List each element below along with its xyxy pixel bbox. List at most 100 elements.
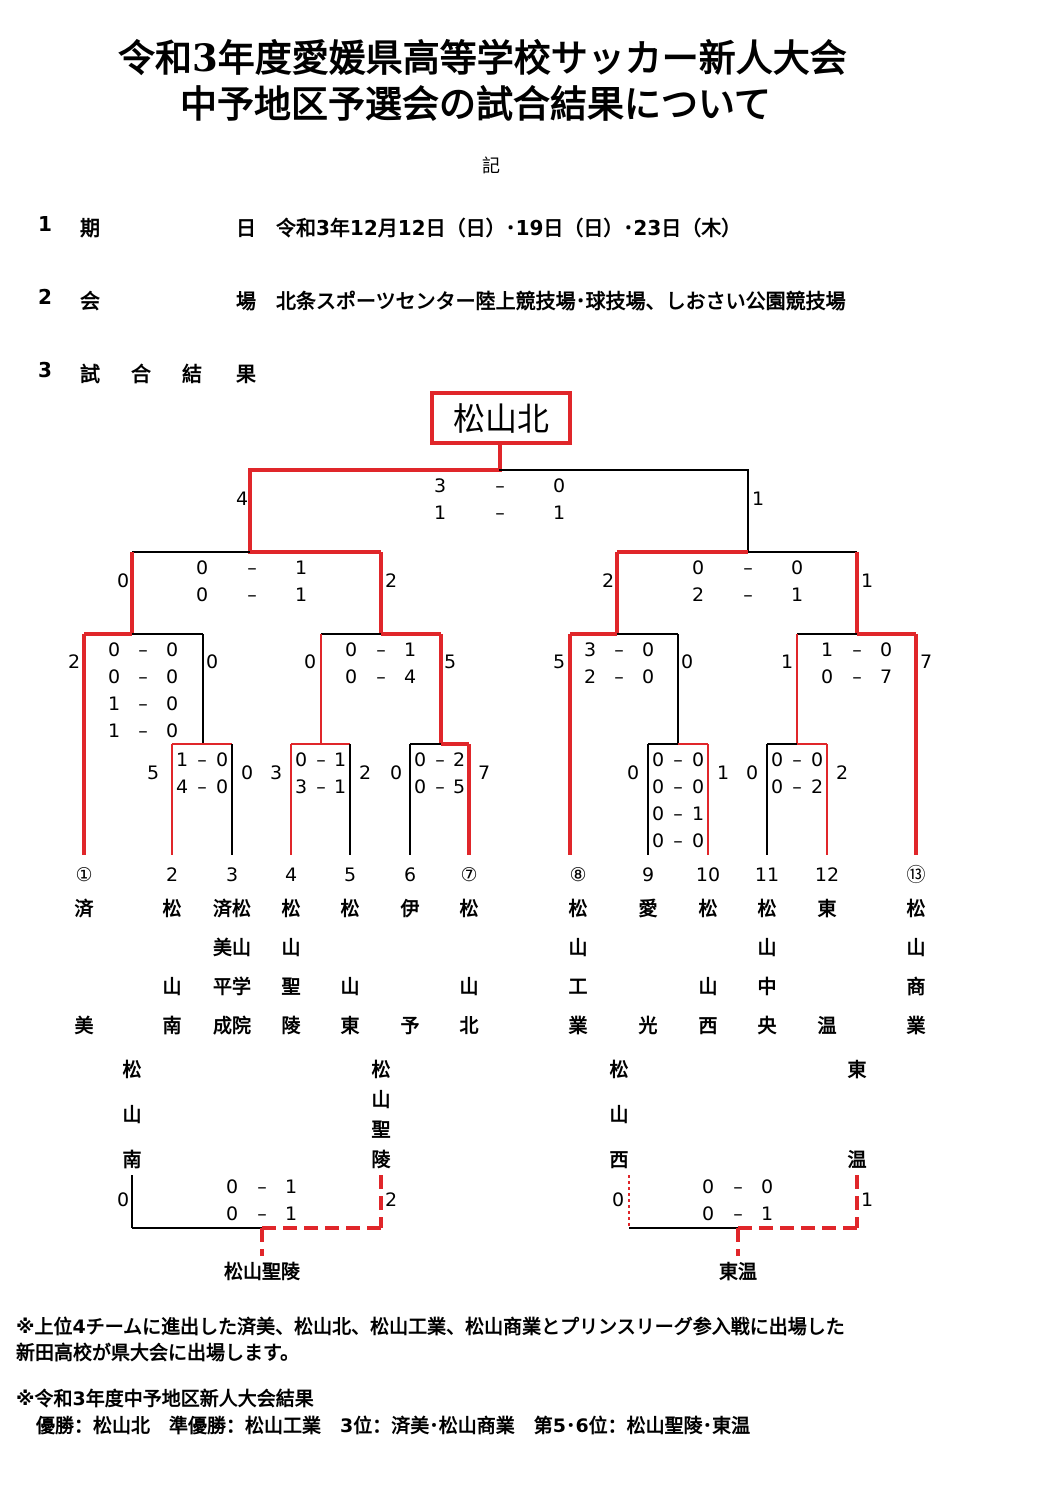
qf1-r3-a: 1 — [108, 693, 120, 715]
qf1-r1-d: – — [138, 639, 148, 661]
qf1-r4-b: 0 — [166, 720, 178, 742]
qf1-r4-a: 1 — [108, 720, 120, 742]
team-list: ①済美2松山南3済松美山平学成院4松山聖陵5松山東6伊予⑦松山北⑧松山工業9愛光… — [74, 864, 926, 1037]
qf4-r1-b: 0 — [880, 639, 892, 661]
r1-d-r1-d: – — [673, 749, 683, 771]
playoff-team-char: 温 — [847, 1149, 866, 1171]
team-name-char: 陵 — [281, 1014, 301, 1037]
r1-d-r3-b: 1 — [692, 803, 704, 825]
r1-a-r1-b: 0 — [216, 749, 228, 771]
team-name-char: 松 — [698, 897, 717, 920]
qf1-r3-d: – — [138, 693, 148, 715]
team-name-char: 山 — [698, 976, 717, 998]
r1-d-left-total: 0 — [627, 762, 639, 784]
item-3-char-3: 結 — [182, 362, 202, 386]
semi-right-left-total: 2 — [602, 570, 614, 592]
team-number: 10 — [696, 864, 720, 886]
r1-a-r1-d: – — [197, 749, 207, 771]
semi-right-lines — [615, 550, 859, 634]
r1-e-lines — [766, 743, 828, 855]
note-line-3: ※令和3年度中予地区新人大会結果 — [16, 1388, 314, 1410]
semi-left-left-total: 0 — [117, 570, 129, 592]
final-left-total: 4 — [236, 488, 248, 510]
semi-right-h1-a: 0 — [692, 557, 704, 579]
qf3-right-total: 0 — [681, 651, 693, 673]
page-title-line2: 中予地区予選会の試合結果について — [180, 82, 771, 126]
final-h2-a: 1 — [434, 502, 446, 524]
semi-left-h1-a: 0 — [196, 557, 208, 579]
qf2-r2-d: – — [376, 666, 386, 688]
r1-b-left-total: 3 — [270, 762, 282, 784]
r1-b-r2-d: – — [316, 776, 326, 798]
qf3-r1-d: – — [614, 639, 624, 661]
team-name-char: 成院 — [213, 1014, 251, 1037]
qf1-r2-a: 0 — [108, 666, 120, 688]
qf2-lines — [320, 632, 443, 744]
r1-b-r1-a: 0 — [295, 749, 307, 771]
playoff-left-h1-b: 1 — [285, 1176, 297, 1198]
playoff-left-h1-dash: – — [257, 1176, 267, 1198]
page-title-line1: 令和3年度愛媛県高等学校サッカー新人大会 — [118, 36, 847, 80]
playoff-left-right-total: 2 — [385, 1189, 397, 1211]
playoff-right-h1-dash: – — [733, 1176, 743, 1198]
team-name-char: 美山 — [213, 936, 251, 959]
tournament-bracket: 松山北 4 1 3 – 0 1 – 1 0 2 0 – 1 0 – 1 2 1 … — [68, 391, 932, 1283]
team-name-char: 松 — [757, 897, 776, 920]
team-name-char: 央 — [757, 1014, 777, 1037]
team-name-char: 予 — [400, 1015, 419, 1037]
r1-a-left-total: 5 — [147, 762, 159, 784]
team-number: 11 — [755, 864, 779, 886]
team-name-char: 松 — [906, 897, 925, 920]
team-number: 6 — [404, 864, 416, 886]
note-line-1: ※上位4チームに進出した済美、松山北、松山工業、松山商業とプリンスリーグ参入戦に… — [16, 1316, 845, 1338]
team-name-char: 美 — [74, 1014, 94, 1037]
team-name-char: 松 — [281, 897, 300, 920]
playoff-team-char: 陵 — [371, 1148, 391, 1171]
r1-d-right-total: 1 — [717, 762, 729, 784]
team-name-char: 温 — [817, 1015, 836, 1037]
r1-c-r1-d: – — [435, 749, 445, 771]
final-lines — [248, 441, 749, 554]
final-right-total: 1 — [752, 488, 764, 510]
team-name-char: 工 — [568, 976, 587, 998]
team-number: 4 — [285, 864, 297, 886]
qf1-r1-a: 0 — [108, 639, 120, 661]
r1-e-r1-a: 0 — [771, 749, 783, 771]
qf3-lines — [568, 632, 679, 855]
r1-c-r1-a: 0 — [414, 749, 426, 771]
playoff-team-char: 松 — [122, 1058, 141, 1081]
qf1-right-total: 0 — [206, 651, 218, 673]
r1-d-r4-d: – — [673, 830, 683, 852]
team-name-char: 松 — [162, 897, 181, 920]
qf4-right-total: 7 — [920, 651, 932, 673]
qf1-r2-b: 0 — [166, 666, 178, 688]
semi-left-h1-dash: – — [247, 557, 257, 579]
qf2-r1-b: 1 — [404, 639, 416, 661]
team-name-char: 業 — [567, 1014, 588, 1037]
playoff-team-char: 松 — [609, 1058, 628, 1081]
qf3-r2-a: 2 — [584, 666, 596, 688]
r1-a-lines — [171, 743, 233, 855]
semi-left-h1-b: 1 — [295, 557, 307, 579]
team-name-char: 商 — [906, 975, 925, 998]
team-name-char: 山 — [906, 937, 925, 959]
item-1-number: 1 — [38, 212, 52, 236]
team-name-char: 山 — [162, 976, 181, 998]
playoff-left-team-a: 松山南 — [122, 1058, 141, 1171]
semi-right-h2-dash: – — [743, 584, 753, 606]
r1-d-r4-a: 0 — [652, 830, 664, 852]
playoff-team-char: 山 — [371, 1089, 390, 1111]
team-name-char: 松 — [459, 897, 478, 920]
team-name-char: 済松 — [213, 897, 251, 920]
playoff-right-h1-a: 0 — [702, 1176, 714, 1198]
team-name-char: 伊 — [399, 897, 419, 920]
team-number: ① — [75, 864, 92, 886]
playoff-right-h1-b: 0 — [761, 1176, 773, 1198]
playoff-right-h2-dash: – — [733, 1203, 743, 1225]
team-number: 5 — [344, 864, 356, 886]
qf3-r1-b: 0 — [642, 639, 654, 661]
item-3-char-2: 合 — [131, 362, 151, 386]
team-name-char: 業 — [905, 1014, 926, 1037]
playoff-team-char: 東 — [847, 1058, 866, 1081]
semi-right-h1-dash: – — [743, 557, 753, 579]
